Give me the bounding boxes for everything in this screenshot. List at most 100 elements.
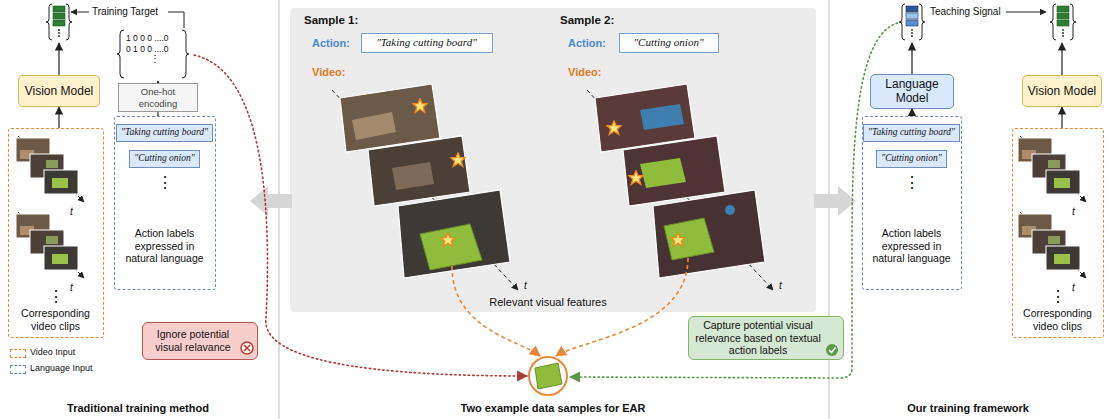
- illustration-shape: [117, 30, 124, 78]
- illustration-shape: [352, 112, 396, 140]
- node-text: "Taking cutting board": [121, 127, 208, 138]
- node-text: Vision Model: [25, 84, 93, 98]
- node-text: "Cutting onion": [881, 153, 942, 164]
- illustration-shape: [279, 0, 280, 419]
- language-input-group: ⋮Action labels expressed in natural lang…: [862, 116, 962, 290]
- node-text: ⋮: [863, 173, 960, 192]
- node-text: Action:: [568, 37, 606, 50]
- legend-text: Language Input: [30, 363, 93, 374]
- illustration-shape: [290, 8, 816, 312]
- node-text: Sample 2:: [560, 14, 614, 28]
- annotation: Training Target: [92, 6, 158, 18]
- illustration-shape: [168, 12, 184, 28]
- illustration-shape: [71, 12, 89, 13]
- illustration-shape: [441, 233, 455, 247]
- action-label-box: "Taking cutting board": [116, 124, 213, 142]
- action-label-box: "Taking cutting board": [863, 124, 960, 142]
- illustration-shape: [653, 190, 765, 278]
- illustration-shape: [640, 158, 686, 188]
- illustration-shape: [1062, 29, 1064, 31]
- node-text: Language Model: [875, 77, 949, 106]
- illustration-shape: [919, 4, 925, 40]
- illustration-shape: [725, 205, 735, 215]
- illustration-shape: [906, 6, 918, 12]
- section-title: Our training framework: [848, 402, 1088, 415]
- illustration-shape: [1057, 6, 1069, 12]
- node-text: Action:: [312, 37, 350, 50]
- illustration-shape: [1057, 20, 1069, 26]
- ellipsis: ⋮: [150, 53, 160, 65]
- illustration-shape: [906, 20, 918, 26]
- illustration-shape: [911, 35, 913, 37]
- illustration-shape: [58, 29, 60, 31]
- illustration-shape: [250, 186, 292, 216]
- illustration-shape: [911, 43, 912, 75]
- illustration-shape: [529, 357, 567, 395]
- illustration-shape: [66, 4, 72, 40]
- illustration-shape: [53, 6, 65, 12]
- illustration-shape: [53, 13, 65, 19]
- illustration-shape: [46, 4, 52, 40]
- action-label-box: "Taking cutting board": [361, 33, 493, 53]
- matrix-row: 1 0 0 0 ....0: [126, 33, 169, 43]
- action-label-box: "Cutting onion": [876, 150, 947, 168]
- connector: [58, 107, 59, 128]
- node-text: One-hot encoding: [123, 86, 193, 109]
- callout-box: Ignore potential visual relavance: [142, 322, 258, 360]
- node-text: Video:: [312, 66, 345, 79]
- node-text: "Cutting onion": [134, 153, 195, 164]
- illustration-shape: [58, 32, 60, 34]
- illustration-shape: [398, 190, 510, 278]
- illustration-shape: [1018, 136, 1086, 202]
- illustration-shape: [452, 266, 540, 356]
- illustration-shape: [241, 342, 253, 354]
- illustration-shape: [1062, 32, 1064, 34]
- illustration-shape: [1061, 43, 1062, 75]
- time-axis-label: t: [70, 206, 73, 218]
- legend-swatch: [10, 365, 26, 374]
- node-text: "Taking cutting board": [376, 36, 477, 49]
- action-label-box: "Cutting onion": [129, 150, 200, 168]
- matrix-row: 0 1 0 0 ....0: [126, 44, 169, 54]
- illustration-shape: [1062, 35, 1064, 37]
- illustration-shape: [899, 4, 905, 40]
- illustration-shape: [368, 136, 470, 206]
- illustration-shape: [58, 43, 59, 75]
- model-box: Language Model: [870, 74, 954, 109]
- node-text: Sample 1:: [304, 14, 358, 28]
- illustration-shape: [814, 186, 856, 216]
- time-axis-label: t: [779, 280, 782, 292]
- illustration-shape: [629, 171, 643, 185]
- illustration-shape: [244, 345, 250, 351]
- node-text: Ignore potential visual relavance: [147, 328, 239, 353]
- illustration-shape: [182, 30, 189, 78]
- section-title: Two example data samples for EAR: [433, 402, 673, 415]
- node-text: Corresponding video clips: [11, 307, 100, 332]
- illustration-shape: [451, 153, 465, 167]
- illustration-shape: [1050, 4, 1056, 40]
- node-text: "Taking cutting board": [868, 127, 955, 138]
- node-text: Vision Model: [1028, 84, 1096, 98]
- illustration-shape: [607, 121, 621, 135]
- illustration-shape: [671, 233, 685, 247]
- node-text: ⋮: [1013, 287, 1102, 306]
- illustration-shape: [535, 363, 562, 389]
- illustration-shape: [16, 136, 84, 202]
- model-box: Vision Model: [18, 75, 100, 107]
- illustration-shape: [623, 136, 725, 206]
- illustration-shape: [640, 104, 684, 130]
- illustration-shape: [1006, 12, 1046, 13]
- node-text: Capture potential visual relevance based…: [693, 319, 823, 357]
- node-text: "Cutting onion": [633, 36, 703, 49]
- illustration-shape: [1057, 13, 1069, 19]
- node-text: ⋮: [9, 287, 102, 306]
- illustration-shape: [664, 218, 714, 260]
- connector: [1061, 107, 1062, 128]
- illustration-shape: [392, 162, 434, 190]
- illustration-shape: [420, 224, 482, 270]
- illustration-shape: [911, 29, 913, 31]
- illustration-shape: [16, 212, 84, 278]
- annotation: Teaching Signal: [930, 6, 1001, 18]
- illustration-shape: [570, 22, 902, 378]
- illustration-shape: [53, 20, 65, 26]
